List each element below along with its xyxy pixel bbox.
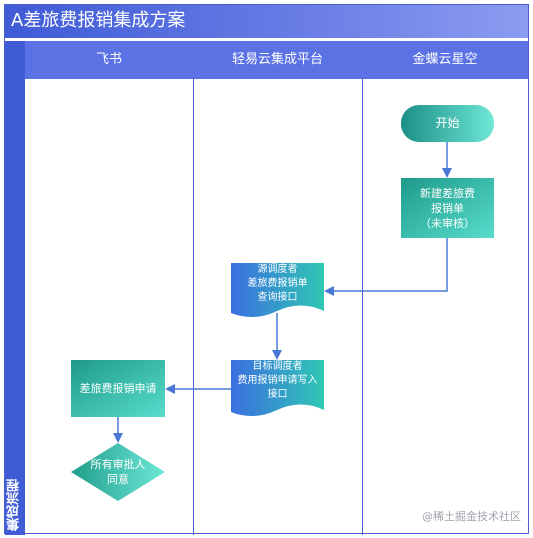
lane-header-feishu: 飞书: [95, 52, 122, 67]
title-bar: A差旅费报销集成方案: [5, 5, 528, 38]
target-label: 目标调度者 费用报销申请写入 接口: [231, 358, 324, 404]
source-line-2: 差旅费报销单: [247, 278, 308, 289]
new-bill-line-3: （未审核）: [420, 216, 475, 230]
lane-divider-2: [362, 79, 363, 535]
apply-node: [71, 360, 165, 417]
start-node: [401, 105, 494, 142]
target-line-3: 接口: [267, 389, 288, 400]
target-line-2: 费用报销申请写入: [237, 375, 318, 386]
apply-label: 差旅费报销申请: [79, 382, 157, 395]
approve-node: [71, 443, 165, 501]
approve-line-1: 所有审批人: [90, 458, 146, 471]
approve-label: 所有审批人 同意: [80, 456, 156, 488]
new-bill-line-1: 新建差旅费: [420, 186, 475, 200]
new-bill-line-2: 报销单: [431, 201, 464, 215]
lane-divider-1: [193, 79, 194, 535]
diagram-frame: A差旅费报销集成方案 集成流程 飞书 轻易云集成平台 金蝶云星空: [4, 4, 529, 535]
watermark: @稀土掘金技术社区: [422, 510, 521, 523]
approve-line-2: 同意: [107, 473, 129, 486]
new-bill-label: 新建差旅费 报销单 （未审核）: [401, 178, 494, 238]
start-label: 开始: [435, 116, 460, 130]
source-line-3: 查询接口: [257, 292, 298, 303]
source-label: 源调度者 差旅费报销单 查询接口: [231, 261, 324, 307]
lane-header-qingyiyun: 轻易云集成平台: [231, 52, 323, 67]
diagram-title: A差旅费报销集成方案: [11, 10, 186, 31]
target-line-1: 目标调度者: [252, 361, 303, 372]
lane-header-bar: 飞书 轻易云集成平台 金蝶云星空: [25, 41, 528, 79]
side-label-bar: 集成流程: [5, 41, 25, 535]
target-node: [231, 360, 324, 417]
new-bill-node: [401, 178, 494, 238]
source-line-1: 源调度者: [257, 264, 298, 275]
source-node: [231, 263, 324, 318]
arrow-bill-to-source: [324, 238, 448, 296]
lane-header-kingdee: 金蝶云星空: [412, 52, 478, 67]
